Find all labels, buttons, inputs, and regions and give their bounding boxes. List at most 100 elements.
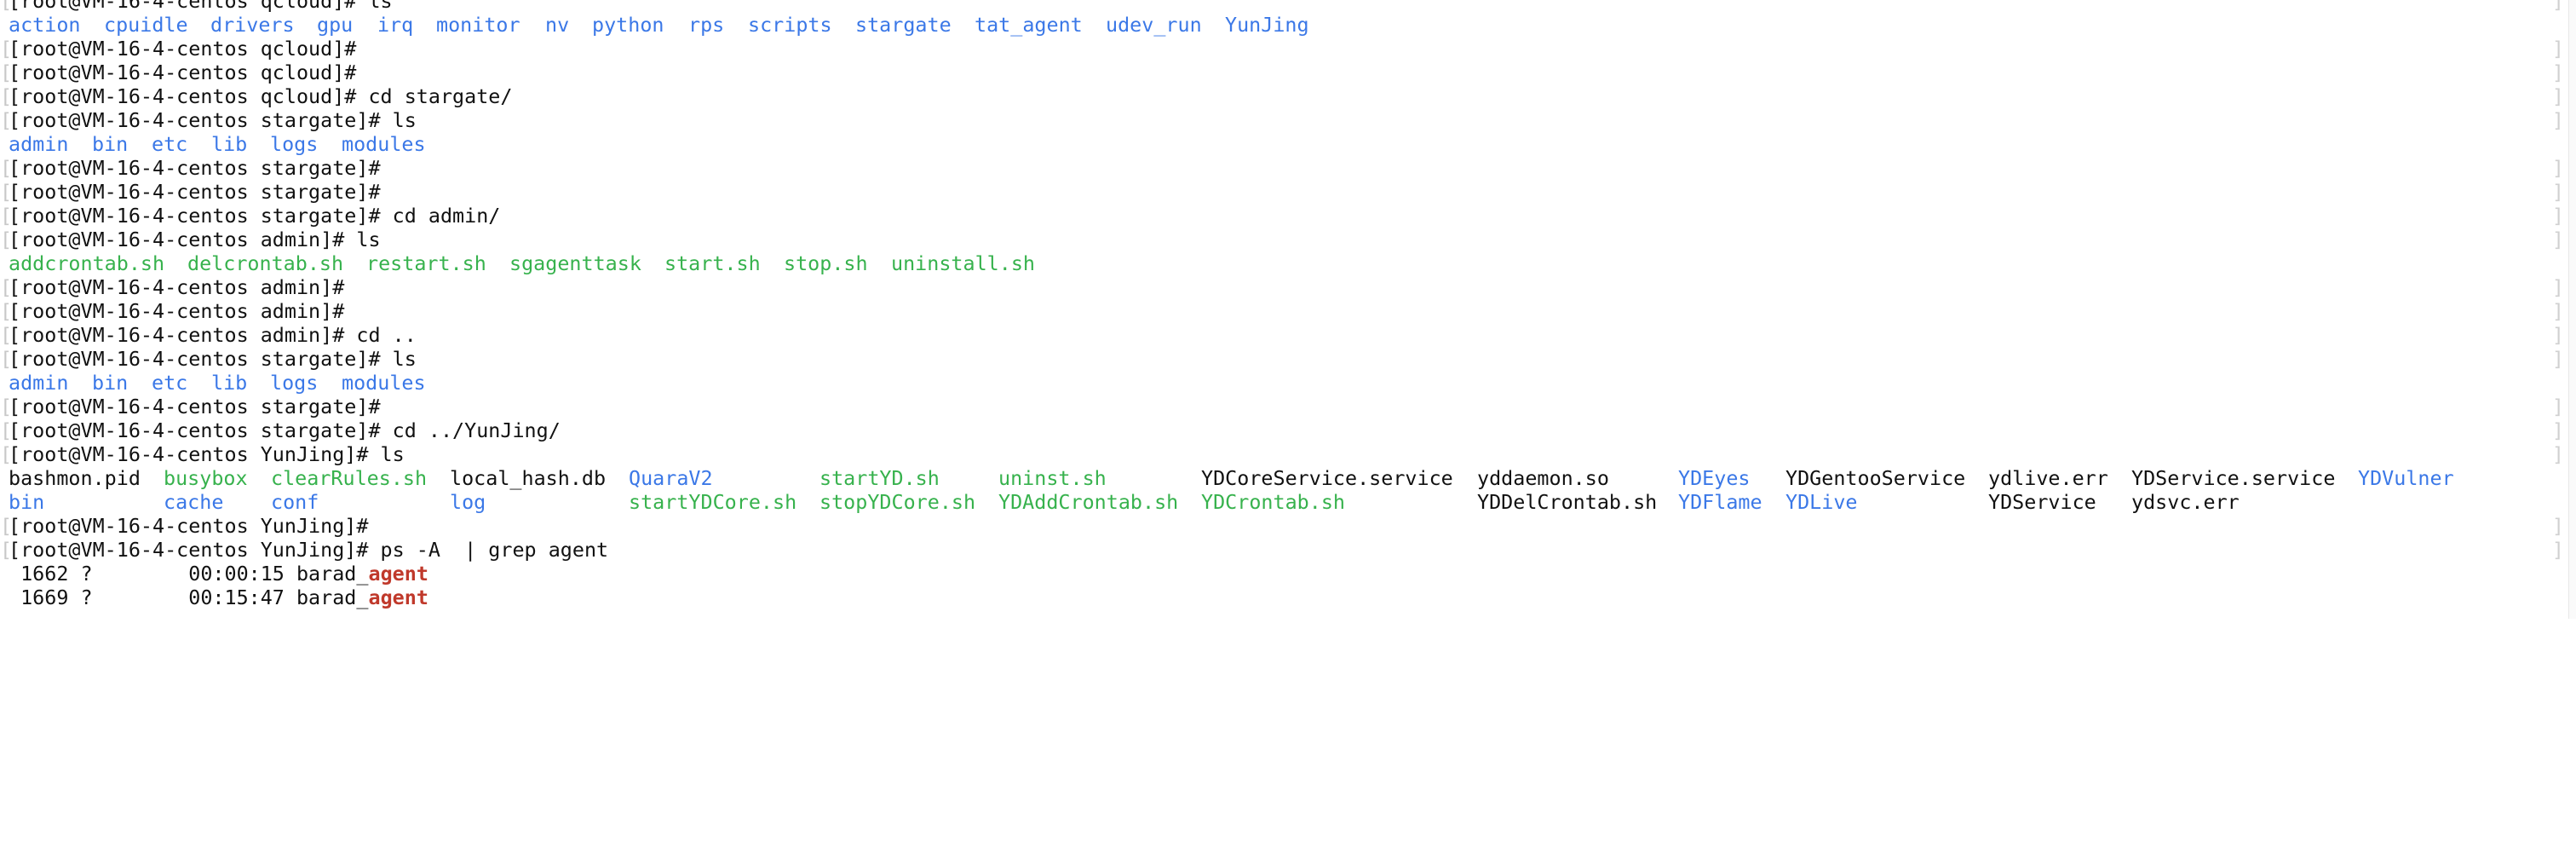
- ls-output-yunjing-row: bashmon.pid busybox clearRules.sh local_…: [0, 466, 2564, 490]
- terminal-line: [ [root@VM-16-4-centos YunJing]# ls ]: [0, 442, 2564, 466]
- terminal-line: [ [root@VM-16-4-centos qcloud]# ]: [0, 37, 2564, 61]
- terminal-line: [ [root@VM-16-4-centos YunJing]# ps -A |…: [0, 538, 2564, 562]
- line-bracket-left: [: [0, 0, 13, 13]
- terminal-line: [ [root@VM-16-4-centos stargate]# ls ]: [0, 347, 2564, 371]
- terminal-line: [ [root@VM-16-4-centos YunJing]# ]: [0, 514, 2564, 538]
- vertical-scrollbar[interactable]: [2568, 0, 2576, 619]
- line-bracket-left: [: [0, 228, 13, 251]
- dir-entry: lib: [211, 132, 248, 156]
- line-bracket-left: [: [0, 514, 13, 538]
- line-bracket-right: ]: [2551, 204, 2564, 228]
- line-bracket-left: [: [0, 204, 13, 228]
- line-bracket-left: [: [0, 395, 13, 418]
- shell-prompt: [root@VM-16-4-centos admin]#: [9, 299, 345, 323]
- shell-prompt: [root@VM-16-4-centos YunJing]# ls: [9, 442, 405, 466]
- grep-match-highlight: agent: [368, 586, 428, 609]
- executable-entry: delcrontab.sh: [187, 251, 344, 275]
- dir-entry: cache: [164, 490, 224, 514]
- line-bracket-right: ]: [2551, 180, 2564, 204]
- dir-entry: bin: [9, 490, 45, 514]
- shell-prompt: [root@VM-16-4-centos stargate]#: [9, 395, 381, 418]
- line-bracket-right: ]: [2551, 228, 2564, 251]
- ls-output-admin: addcrontab.sh delcrontab.sh restart.sh s…: [0, 251, 2564, 275]
- dir-entry: etc: [152, 371, 188, 395]
- shell-prompt: [root@VM-16-4-centos admin]# ls: [9, 228, 381, 251]
- shell-prompt: [root@VM-16-4-centos stargate]# ls: [9, 108, 417, 132]
- terminal-line: [ [root@VM-16-4-centos admin]# cd .. ]: [0, 323, 2564, 347]
- shell-prompt: [root@VM-16-4-centos YunJing]#: [9, 514, 369, 538]
- executable-entry: stopYDCore.sh: [819, 490, 976, 514]
- file-entry: yddaemon.so: [1477, 466, 1609, 490]
- shell-prompt: [root@VM-16-4-centos qcloud]#: [9, 61, 357, 84]
- dir-entry: tat_agent: [975, 13, 1083, 37]
- line-bracket-left: [: [0, 37, 13, 61]
- shell-prompt: [root@VM-16-4-centos qcloud]# ls: [9, 0, 393, 13]
- file-entry: ydlive.err: [1988, 466, 2108, 490]
- executable-entry: YDCrontab.sh: [1201, 490, 1345, 514]
- line-bracket-left: [: [0, 323, 13, 347]
- shell-prompt: [root@VM-16-4-centos stargate]# cd ../Yu…: [9, 418, 561, 442]
- line-bracket-right: ]: [2551, 299, 2564, 323]
- ps-output-row: 1662 ? 00:00:15 barad_agent: [0, 562, 2564, 586]
- executable-entry: busybox: [164, 466, 248, 490]
- line-bracket-left: [: [0, 418, 13, 442]
- dir-entry: YDVulner: [2358, 466, 2454, 490]
- dir-entry: YDEyes: [1678, 466, 1751, 490]
- terminal-line: [ [root@VM-16-4-centos admin]# ls ]: [0, 228, 2564, 251]
- file-entry: YDGentooService: [1785, 466, 1966, 490]
- dir-entry: monitor: [436, 13, 520, 37]
- executable-entry: uninstall.sh: [891, 251, 1035, 275]
- dir-entry: conf: [271, 490, 319, 514]
- file-entry: YDDelCrontab.sh: [1477, 490, 1658, 514]
- terminal-output[interactable]: [ [root@VM-16-4-centos qcloud]# ls ] act…: [0, 0, 2564, 609]
- dir-entry: gpu: [317, 13, 354, 37]
- dir-entry: etc: [152, 132, 188, 156]
- terminal-line: [ [root@VM-16-4-centos stargate]# cd adm…: [0, 204, 2564, 228]
- dir-entry: python: [592, 13, 664, 37]
- terminal-line: [ [root@VM-16-4-centos qcloud]# cd starg…: [0, 84, 2564, 108]
- executable-entry: addcrontab.sh: [9, 251, 165, 275]
- shell-prompt: [root@VM-16-4-centos stargate]#: [9, 156, 381, 180]
- dir-entry: YDFlame: [1678, 490, 1762, 514]
- line-bracket-right: ]: [2551, 538, 2564, 562]
- terminal-line: [ [root@VM-16-4-centos stargate]# ls ]: [0, 108, 2564, 132]
- process-info: 1662 ? 00:00:15 barad_: [9, 562, 369, 586]
- dir-entry: modules: [342, 132, 426, 156]
- line-bracket-left: [: [0, 347, 13, 371]
- line-bracket-left: [: [0, 275, 13, 299]
- executable-entry: restart.sh: [366, 251, 486, 275]
- line-bracket-left: [: [0, 299, 13, 323]
- executable-entry: start.sh: [664, 251, 761, 275]
- executable-entry: startYD.sh: [819, 466, 940, 490]
- line-bracket-left: [: [0, 108, 13, 132]
- shell-prompt: [root@VM-16-4-centos stargate]#: [9, 180, 381, 204]
- line-bracket-left: [: [0, 156, 13, 180]
- dir-entry: YDLive: [1785, 490, 1858, 514]
- ps-output-row: 1669 ? 00:15:47 barad_agent: [0, 586, 2564, 609]
- dir-entry: admin: [9, 132, 69, 156]
- terminal-line: [ [root@VM-16-4-centos qcloud]# ]: [0, 61, 2564, 84]
- terminal-line: [ [root@VM-16-4-centos qcloud]# ls ]: [0, 0, 2564, 13]
- dir-entry: rps: [688, 13, 725, 37]
- file-entry: local_hash.db: [450, 466, 607, 490]
- line-bracket-right: ]: [2551, 84, 2564, 108]
- line-bracket-right: ]: [2551, 156, 2564, 180]
- file-entry: YDService: [1988, 490, 2096, 514]
- dir-entry: action: [9, 13, 81, 37]
- line-bracket-left: [: [0, 442, 13, 466]
- ls-output-stargate: admin bin etc lib logs modules: [0, 371, 2564, 395]
- line-bracket-right: ]: [2551, 0, 2564, 13]
- shell-prompt: [root@VM-16-4-centos qcloud]#: [9, 37, 357, 61]
- dir-entry: nv: [545, 13, 570, 37]
- grep-match-highlight: agent: [368, 562, 428, 586]
- shell-prompt: [root@VM-16-4-centos YunJing]# ps -A | g…: [9, 538, 609, 562]
- dir-entry: stargate: [855, 13, 952, 37]
- dir-entry: drivers: [210, 13, 295, 37]
- file-entry: ydsvc.err: [2131, 490, 2240, 514]
- file-entry: YDCoreService.service: [1201, 466, 1453, 490]
- dir-entry: udev_run: [1106, 13, 1202, 37]
- line-bracket-right: ]: [2551, 37, 2564, 61]
- dir-entry: logs: [270, 371, 319, 395]
- executable-entry: sgagenttask: [509, 251, 641, 275]
- line-bracket-right: ]: [2551, 442, 2564, 466]
